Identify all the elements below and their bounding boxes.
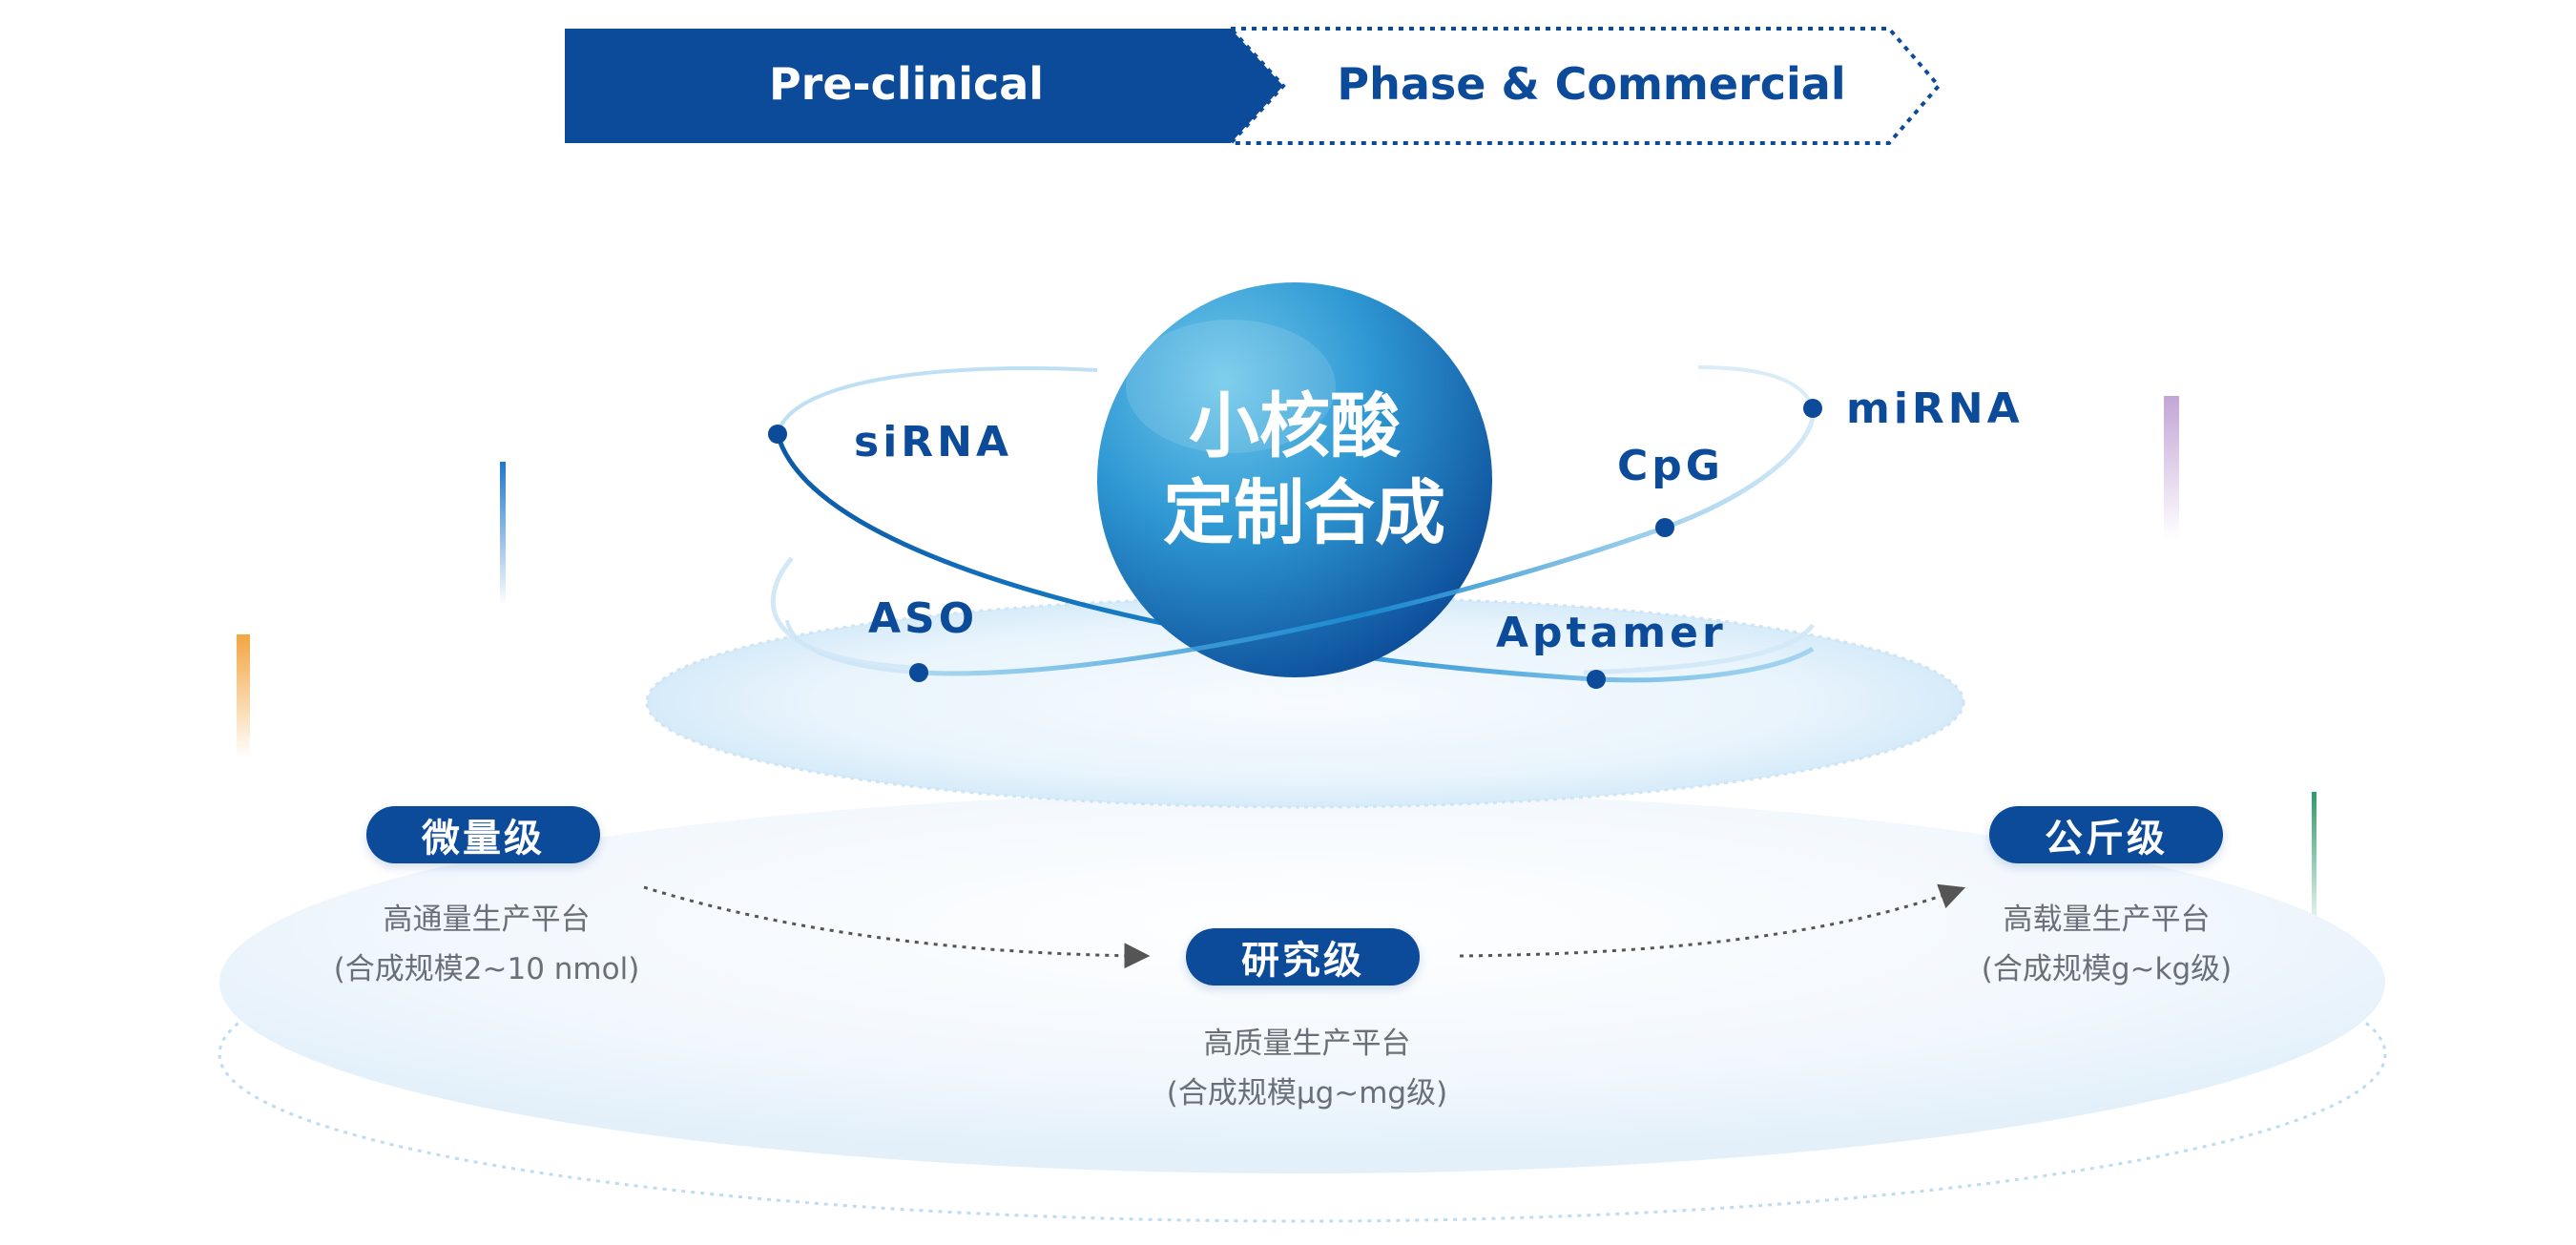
phase-commercial-label: Phase & Commercial [1337,58,1845,110]
upper-platform [645,595,1965,809]
orbit-halo-left [770,556,917,671]
stage-banner: Pre-clinical Phase & Commercial [565,27,1942,145]
scale-badge-research: 研究级 [1186,928,1420,986]
label-cpg: CpG [1617,442,1724,490]
label-aptamer: Aptamer [1496,609,1727,657]
node-aso [909,663,928,682]
orbit-sirna-top [776,366,1098,435]
orbit-aso-mirna [918,407,1816,676]
orbit-mirna-top [1697,365,1815,409]
sphere-highlight [1126,320,1336,453]
node-sirna [768,425,787,444]
base-platform-rim [218,885,2387,1223]
orbit-halo-right [1583,623,1816,675]
center-sphere [1097,282,1492,677]
scale-badge-kilo: 公斤级 [1989,806,2223,863]
accent-bar-orange [237,634,250,758]
node-cpg [1655,518,1674,537]
accent-bar-green [2312,792,2316,935]
scale-desc-micro: 高通量生产平台 (合成规模2~10 nmol) [286,895,687,994]
node-mirna [1803,399,1822,418]
scale-desc-kilo: 高载量生产平台 (合成规模g~kg级) [1906,895,2307,994]
orbit-aso-left [785,619,920,674]
scale-desc-micro-line-1: 高通量生产平台 [383,903,591,937]
scale-desc-research-line-1: 高质量生产平台 [1203,1027,1411,1061]
label-sirna: siRNA [854,418,1012,467]
label-mirna: miRNA [1846,384,2024,433]
center-title-line-1: 小核酸 [1189,385,1402,467]
scale-badge-micro: 微量级 [366,806,600,863]
label-aso: ASO [868,594,978,643]
accent-bar-purple [2164,396,2179,539]
scale-desc-research-line-2: (合成规模μg~mg级) [1166,1076,1448,1110]
scale-desc-micro-line-2: (合成规模2~10 nmol) [333,952,640,986]
accent-bar-blue [500,462,506,605]
phase-commercial-arrow-shape [1226,27,1942,145]
preclinical-label: Pre-clinical [769,58,1044,110]
scale-desc-research: 高质量生产平台 (合成规模μg~mg级) [1107,1019,1507,1118]
center-title-line-2: 定制合成 [1163,472,1445,554]
scale-desc-kilo-line-1: 高载量生产平台 [2003,903,2211,937]
preclinical-arrow-shape [565,29,1283,143]
scale-desc-kilo-line-2: (合成规模g~kg级) [1981,952,2233,986]
node-aptamer [1587,670,1606,689]
